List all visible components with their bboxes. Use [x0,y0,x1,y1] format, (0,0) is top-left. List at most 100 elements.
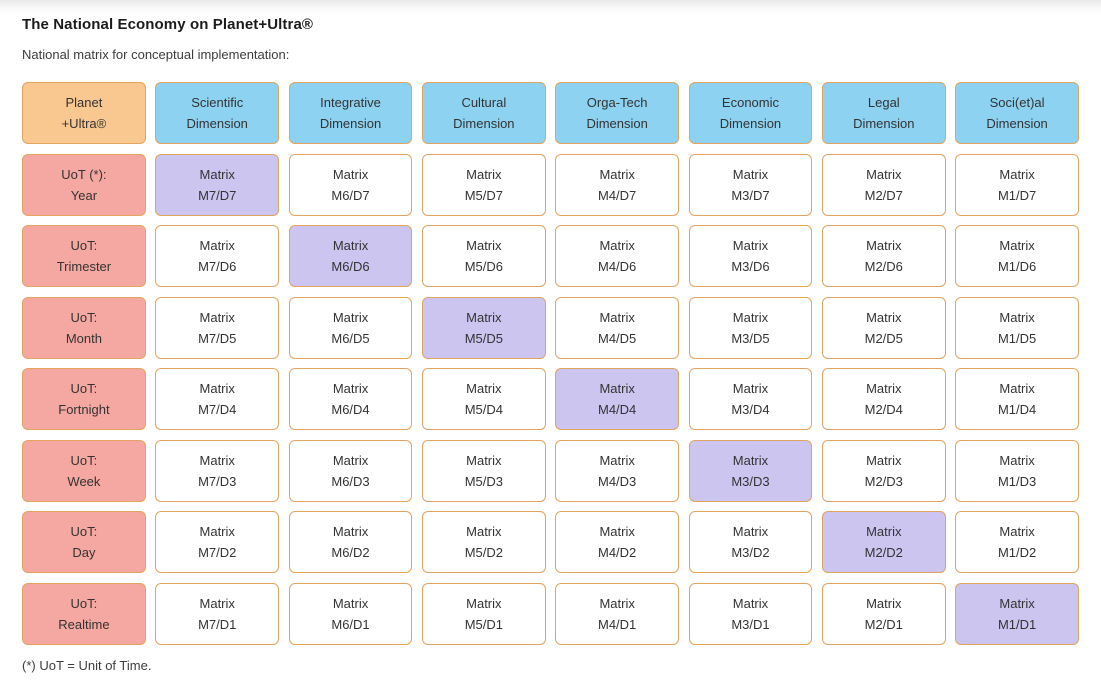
matrix-cell-m4-d3-line2: M4/D3 [598,473,637,489]
row-header-d1[interactable]: UoT:Realtime [22,582,146,645]
matrix-cell-m3-d2-line1: Matrix [732,524,769,539]
row-header-d7-line1: UoT (*): [61,166,107,182]
row-header-d2-line2: Day [72,545,96,560]
matrix-cell-m3-d2-line2: M3/D2 [731,545,770,560]
row-header-d6[interactable]: UoT:Trimester [22,225,146,287]
matrix-cell-m2-d3-line2: M2/D3 [864,473,903,489]
matrix-cell-m7-d3-line2: M7/D3 [198,473,237,489]
matrix-cell-m7-d2-line1: Matrix [199,524,235,539]
matrix-cell-m7-d4-line1: Matrix [199,381,235,396]
matrix-cell-m3-d3-line1: Matrix [732,452,769,468]
row-header-d2[interactable]: UoT:Day [22,511,146,573]
row-header-d4[interactable]: UoT:Fortnight [22,368,146,430]
column-header-m5-line1: Cultural [461,95,507,110]
row-header-d7[interactable]: UoT (*): Year [22,153,146,216]
matrix-cell-m7-d2-line2: M7/D2 [198,545,237,560]
matrix-cell-m7-d7-line2: M7/D7 [198,187,237,203]
corner-planet-ultra-line2: +Ultra® [61,116,107,131]
corner-planet-ultra[interactable]: Planet +Ultra® [22,82,146,144]
matrix-cell-m7-d6-line1: Matrix [199,238,235,253]
matrix-cell-m1-d2-line2: M1/D2 [997,545,1037,560]
matrix-cell-m3-d5-line2: M3/D5 [731,330,770,346]
matrix-cell-m5-d6-line2: M5/D6 [464,259,503,274]
matrix-cell-m1-d1-line2: M1/D1 [997,616,1037,632]
matrix-cell-m7-d6-line2: M7/D6 [198,259,237,274]
matrix-cell-m1-d3-line1: Matrix [999,452,1035,468]
matrix-cell-m1-d3-line2: M1/D3 [997,473,1037,489]
row-header-d6-line2: Trimester [56,259,112,274]
row-header-d7-line2: Year [70,187,98,203]
row-header-d5[interactable]: UoT:Month [22,296,146,359]
matrix-cell-m5-d7-line1: Matrix [466,166,502,182]
matrix-cell-m6-d4-line1: Matrix [332,381,369,396]
matrix-cell-m7-d1-line1: Matrix [199,595,235,611]
row-header-d3[interactable]: UoT:Week [22,439,146,502]
matrix-cell-m4-d6-line2: M4/D6 [598,259,637,274]
corner-planet-ultra-line1: Planet [65,95,103,110]
matrix-cell-m7-d7-line1: Matrix [199,166,235,182]
matrix-cell-m5-d3-line1: Matrix [466,452,502,468]
row-header-d1-line2: Realtime [58,616,110,632]
matrix-cell-m2-d4-line1: Matrix [866,381,902,396]
matrix-cell-m5-d5-line1: Matrix [466,309,502,325]
column-header-m7-line2: Dimension [186,116,248,131]
